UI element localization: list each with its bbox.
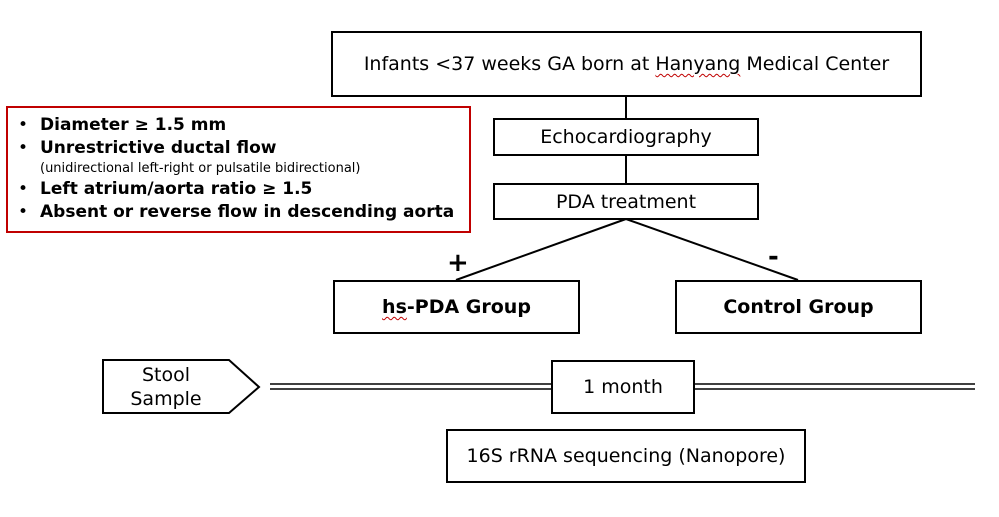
criteria-note: (unidirectional left-right or pulsatile … [40, 161, 361, 176]
timepoint-label: 1 month [583, 376, 663, 398]
criteria-item: Absent or reverse flow in descending aor… [16, 201, 469, 224]
pda-treatment-box: PDA treatment [493, 183, 759, 220]
sequencing-label: 16S rRNA sequencing (Nanopore) [466, 445, 786, 467]
plus-sign: + [447, 248, 469, 278]
echocardiography-box: Echocardiography [493, 118, 759, 156]
criteria-item: Diameter ≥ 1.5 mm [16, 114, 469, 137]
minus-sign: - [768, 242, 779, 272]
criteria-item: Left atrium/aorta ratio ≥ 1.5 [16, 178, 469, 201]
timeline-double-line [270, 383, 975, 390]
enrollment-box: Infants <37 weeks GA born at Hanyang Med… [331, 31, 922, 97]
enrollment-text: Infants <37 weeks GA born at Hanyang Med… [363, 53, 890, 75]
branch-to-control-group [625, 218, 799, 281]
criteria-list: Diameter ≥ 1.5 mm Unrestrictive ductal f… [16, 114, 469, 224]
stool-sample-arrow-shape [102, 359, 261, 414]
stool-sample-label: Stool Sample [130, 364, 202, 410]
hs-pda-criteria-box: Diameter ≥ 1.5 mm Unrestrictive ductal f… [6, 106, 471, 233]
control-group-label: Control Group [723, 296, 874, 318]
hs-pda-group-box: hs-PDA Group [333, 280, 580, 334]
branch-to-hs-group [455, 218, 627, 281]
echocardiography-label: Echocardiography [540, 126, 712, 148]
timepoint-box: 1 month [551, 360, 695, 414]
criteria-item: Unrestrictive ductal flow(unidirectional… [16, 137, 469, 178]
sequencing-box: 16S rRNA sequencing (Nanopore) [446, 429, 806, 483]
hs-pda-group-label: hs-PDA Group [382, 296, 531, 318]
pda-treatment-label: PDA treatment [555, 190, 697, 213]
control-group-box: Control Group [675, 280, 922, 334]
